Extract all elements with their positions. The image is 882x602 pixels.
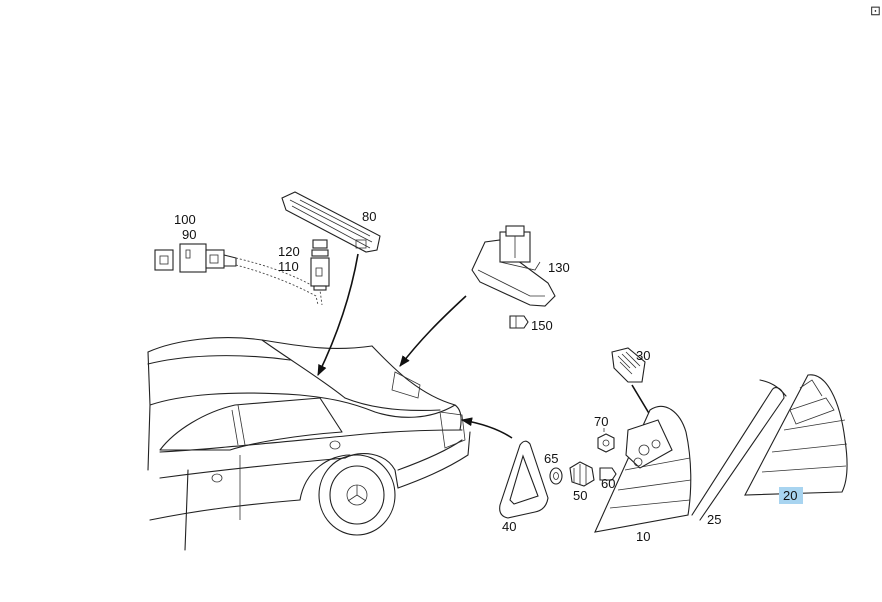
socket-50 (569, 461, 595, 487)
gasket-25 (691, 379, 787, 521)
lamp-housing-130 (399, 225, 556, 367)
bulb-holder-110-120 (310, 239, 330, 291)
label-70[interactable]: 70 (594, 414, 608, 429)
label-80[interactable]: 80 (362, 209, 376, 224)
label-40[interactable]: 40 (502, 519, 516, 534)
label-30[interactable]: 30 (636, 348, 650, 363)
label-50[interactable]: 50 (573, 488, 587, 503)
nut-70 (597, 433, 615, 453)
label-120[interactable]: 120 (278, 244, 300, 259)
tail-lamp-10 (594, 405, 692, 533)
label-150[interactable]: 150 (531, 318, 553, 333)
label-60[interactable]: 60 (601, 476, 615, 491)
label-65[interactable]: 65 (544, 451, 558, 466)
part-labels: 100 90 80 120 110 130 150 30 70 65 50 60… (174, 209, 797, 544)
part-20-highlight (779, 487, 803, 504)
brake-light-80 (281, 191, 381, 377)
label-25[interactable]: 25 (707, 512, 721, 527)
edit-icon[interactable]: ⊡ (870, 4, 881, 18)
bulb-150 (509, 315, 529, 329)
bulb-60 (599, 467, 617, 481)
label-100[interactable]: 100 (174, 212, 196, 227)
seal-40 (460, 417, 549, 519)
car-body (147, 337, 471, 551)
label-130[interactable]: 130 (548, 260, 570, 275)
label-20[interactable]: 20 (783, 488, 797, 503)
label-90[interactable]: 90 (182, 227, 196, 242)
label-10[interactable]: 10 (636, 529, 650, 544)
tail-lamp-lens-20 (744, 374, 848, 496)
washer-65 (549, 467, 563, 485)
label-110[interactable]: 110 (278, 259, 299, 274)
